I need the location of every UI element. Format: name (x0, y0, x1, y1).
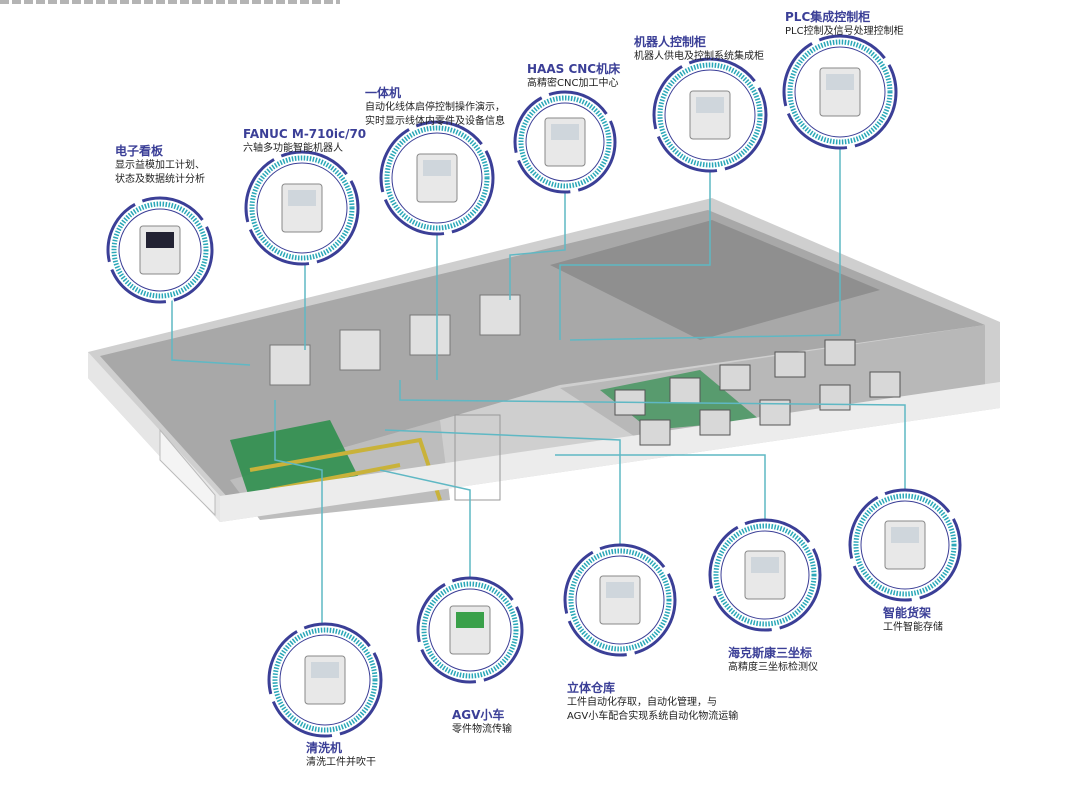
callout-title: AGV小车 (452, 708, 505, 722)
callout-title: 清洗机 (306, 741, 343, 755)
callout-agv-cart (416, 576, 524, 684)
cnc-machine-icon (544, 117, 586, 167)
callout-title: 智能货架 (883, 606, 932, 620)
cropped-header-text (0, 0, 340, 4)
callout-description: 高精度三坐标检测仪 (728, 662, 818, 673)
callout-title: HAAS CNC机床 (527, 62, 621, 76)
ring-inner (111, 201, 209, 299)
callout-label-agv-cart: AGV小车零件物流传输 (452, 708, 512, 737)
callout-description: 清洗工件并吹干 (306, 757, 376, 768)
callout-description: 六轴多功能智能机器人 (243, 143, 343, 154)
smart-shelf-icon (884, 520, 926, 570)
callout-title: FANUC M-710ic/70 (243, 127, 367, 141)
callout-label-smart-shelf: 智能货架工件智能存储 (883, 606, 943, 635)
ring-inner (272, 627, 378, 733)
callout-smart-shelf (848, 488, 962, 602)
callout-description: 工件自动化存取，自动化管理，与 (567, 697, 717, 708)
callout-label-stereo-warehouse: 立体仓库工件自动化存取，自动化管理，与 AGV小车配合实现系统自动化物流运输 (567, 681, 738, 724)
robot-arm-icon (281, 183, 323, 233)
ring-inner (518, 95, 612, 189)
callout-title: 海克斯康三坐标 (728, 646, 813, 660)
ring-inner (713, 523, 817, 627)
ring-inner (657, 62, 763, 168)
callout-description: 状态及数据统计分析 (115, 174, 205, 185)
callout-washing-machine (267, 622, 383, 738)
callout-title: 立体仓库 (567, 681, 616, 695)
control-cabinet-icon (689, 90, 731, 140)
callout-title: 电子看板 (115, 144, 164, 158)
callout-description: 实时显示线体内零件及设备信息 (365, 116, 505, 127)
front-wall (220, 382, 1000, 522)
kiosk-terminal-icon (416, 153, 458, 203)
monitor-board-icon (139, 225, 181, 275)
callout-title: 一体机 (365, 86, 402, 100)
callout-monitor-board (106, 196, 214, 304)
callout-label-cmm-machine: 海克斯康三坐标高精度三坐标检测仪 (728, 646, 818, 675)
callout-label-kiosk-terminal: 一体机自动化线体启停控制操作演示， 实时显示线体内零件及设备信息 (365, 86, 505, 129)
agv-cart-icon (449, 605, 491, 655)
callout-label-washing-machine: 清洗机清洗工件并吹干 (306, 741, 376, 770)
callout-title: 机器人控制柜 (634, 35, 707, 49)
plc-cabinet-icon (819, 67, 861, 117)
washing-machine-icon (304, 655, 346, 705)
callout-label-cnc-machine: HAAS CNC机床高精密CNC加工中心 (527, 62, 620, 91)
callout-stereo-warehouse (563, 543, 677, 657)
callout-label-monitor-board: 电子看板显示益模加工计划、状态及数据统计分析 (115, 144, 205, 187)
callout-description: 工件智能存储 (883, 622, 943, 633)
callout-description: 零件物流传输 (452, 724, 512, 735)
callout-label-robot-arm: FANUC M-710ic/70 六轴多功能智能机器人 (243, 127, 366, 156)
stereo-warehouse-icon (599, 575, 641, 625)
ring-inner (421, 581, 519, 679)
ring-inner (568, 548, 672, 652)
callout-title: PLC集成控制柜 (785, 10, 871, 24)
callout-rings (106, 34, 962, 738)
callout-description: 自动化线体启停控制操作演示， (365, 102, 505, 113)
cnc-line (269, 294, 521, 386)
callout-label-control-cabinet: 机器人控制柜机器人供电及控制系统集成柜 (634, 35, 764, 64)
callout-cmm-machine (708, 518, 822, 632)
callout-control-cabinet (652, 57, 768, 173)
callout-description: PLC控制及信号处理控制柜 (785, 26, 904, 37)
callout-description: AGV小车配合实现系统自动化物流运输 (567, 711, 739, 722)
callout-description: 高精密CNC加工中心 (527, 78, 619, 89)
callout-cnc-machine (513, 90, 617, 194)
callout-description: 显示益模加工计划、 (115, 160, 205, 171)
callout-robot-arm (244, 150, 360, 266)
callout-description: 机器人供电及控制系统集成柜 (634, 51, 764, 62)
ring-inner (787, 39, 893, 145)
callout-label-plc-cabinet: PLC集成控制柜 PLC控制及信号处理控制柜 (785, 10, 904, 39)
ring-inner (249, 155, 355, 261)
ring-inner (384, 125, 490, 231)
building-floorplan (88, 198, 1000, 522)
cmm-machine-icon (744, 550, 786, 600)
callout-plc-cabinet (782, 34, 898, 150)
ring-inner (853, 493, 957, 597)
callout-kiosk-terminal (379, 120, 495, 236)
connector-lines (171, 147, 906, 625)
stereo-rack (454, 414, 501, 501)
